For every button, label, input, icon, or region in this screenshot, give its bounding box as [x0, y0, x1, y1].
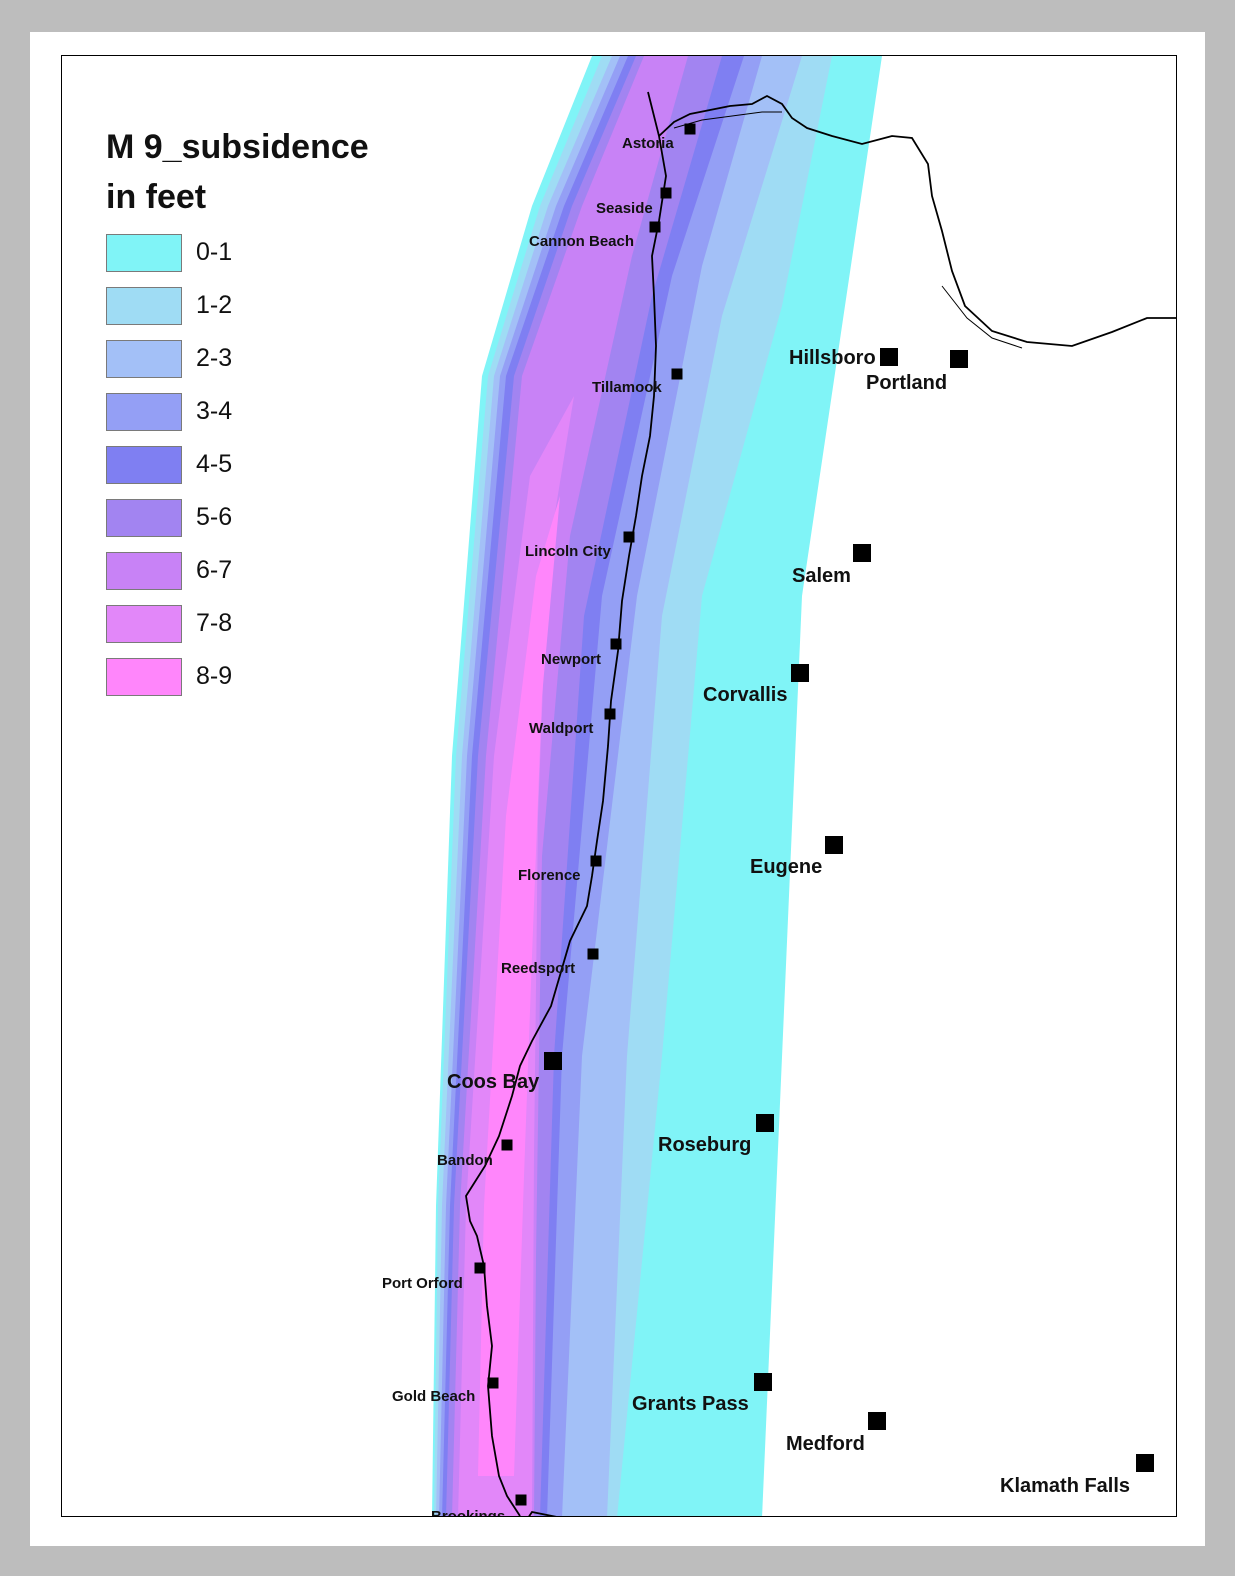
city-marker-newport[interactable]: [610, 638, 622, 650]
legend-label: 3-4: [196, 397, 233, 425]
city-label-medford: Medford: [786, 1433, 865, 1455]
legend-swatch: [106, 445, 182, 484]
city-label-klamath-falls: Klamath Falls: [1000, 1475, 1130, 1497]
legend-title: M 9_subsidence: [106, 128, 369, 166]
legend-item: 5-6: [106, 491, 369, 544]
city-label-tillamook: Tillamook: [592, 379, 662, 396]
city-label-portland: Portland: [866, 372, 947, 394]
city-marker-seaside[interactable]: [660, 187, 672, 199]
city-label-newport: Newport: [541, 651, 601, 668]
city-marker-tillamook[interactable]: [671, 368, 683, 380]
legend-subtitle: in feet: [106, 178, 207, 216]
legend-swatch: [106, 604, 182, 643]
city-marker-port-orford[interactable]: [474, 1262, 486, 1274]
columbia-river: [658, 94, 1176, 347]
city-marker-brookings[interactable]: [515, 1494, 527, 1506]
legend-label: 6-7: [196, 556, 233, 584]
city-marker-klamath-falls[interactable]: [1136, 1454, 1154, 1472]
legend: M 9_subsidence in feet 0-1 1-2 2-3 3-4 4-5 5-…: [106, 126, 369, 703]
city-label-eugene: Eugene: [750, 856, 822, 878]
city-label-astoria: Astoria: [622, 135, 674, 152]
city-marker-coos-bay[interactable]: [544, 1052, 562, 1070]
legend-swatch: [106, 498, 182, 537]
legend-label: 2-3: [196, 344, 233, 372]
legend-swatch: [106, 233, 182, 272]
subsidence-bands: [432, 56, 882, 1516]
city-label-grants-pass: Grants Pass: [632, 1393, 749, 1415]
legend-item: 3-4: [106, 385, 369, 438]
city-marker-reedsport[interactable]: [587, 948, 599, 960]
legend-item: 2-3: [106, 332, 369, 385]
legend-item: 6-7: [106, 544, 369, 597]
city-marker-lincoln-city[interactable]: [623, 531, 635, 543]
city-label-bandon: Bandon: [437, 1152, 493, 1169]
city-marker-cannon-beach[interactable]: [649, 221, 661, 233]
city-label-hillsboro: Hillsboro: [789, 347, 876, 369]
city-marker-florence[interactable]: [590, 855, 602, 867]
legend-item: 4-5: [106, 438, 369, 491]
legend-label: 8-9: [196, 662, 233, 690]
coastline: [465, 91, 667, 1516]
legend-label: 4-5: [196, 450, 233, 478]
city-label-brookings: Brookings: [431, 1508, 505, 1517]
legend-item: 8-9: [106, 650, 369, 703]
legend-swatch: [106, 551, 182, 590]
southern-state-border: [528, 1510, 557, 1516]
city-label-lincoln-city: Lincoln City: [525, 543, 611, 560]
legend-swatch: [106, 286, 182, 325]
legend-item: 7-8: [106, 597, 369, 650]
city-label-florence: Florence: [518, 867, 581, 884]
city-label-corvallis: Corvallis: [703, 684, 787, 706]
city-marker-medford[interactable]: [868, 1412, 886, 1430]
legend-item: 1-2: [106, 279, 369, 332]
legend-label: 5-6: [196, 503, 233, 531]
city-marker-roseburg[interactable]: [756, 1114, 774, 1132]
city-label-waldport: Waldport: [529, 720, 593, 737]
columbia-river-bank: [673, 111, 1023, 349]
city-marker-hillsboro[interactable]: [880, 348, 898, 366]
city-marker-astoria[interactable]: [684, 123, 696, 135]
city-label-reedsport: Reedsport: [501, 960, 575, 977]
city-marker-grants-pass[interactable]: [754, 1373, 772, 1391]
city-label-salem: Salem: [792, 565, 851, 587]
city-label-roseburg: Roseburg: [658, 1134, 751, 1156]
legend-label: 1-2: [196, 291, 233, 319]
city-marker-gold-beach[interactable]: [487, 1377, 499, 1389]
city-label-port-orford: Port Orford: [382, 1275, 463, 1292]
legend-swatch: [106, 657, 182, 696]
subsidence-band-8-9: [478, 496, 560, 1476]
city-marker-eugene[interactable]: [825, 836, 843, 854]
legend-items: 0-1 1-2 2-3 3-4 4-5 5-6 6-7 7-8 8-9: [106, 226, 369, 703]
city-label-seaside: Seaside: [596, 200, 653, 217]
legend-item: 0-1: [106, 226, 369, 279]
legend-swatch: [106, 392, 182, 431]
city-marker-salem[interactable]: [853, 544, 871, 562]
coastline-and-borders: [465, 91, 1176, 1516]
city-marker-corvallis[interactable]: [791, 664, 809, 682]
legend-swatch: [106, 339, 182, 378]
legend-label: 7-8: [196, 609, 233, 637]
city-label-coos-bay: Coos Bay: [447, 1071, 540, 1093]
city-label-gold-beach: Gold Beach: [392, 1388, 475, 1405]
legend-label: 0-1: [196, 238, 233, 266]
city-label-cannon-beach: Cannon Beach: [529, 233, 634, 250]
city-marker-portland[interactable]: [950, 350, 968, 368]
city-marker-bandon[interactable]: [501, 1139, 513, 1151]
city-marker-waldport[interactable]: [604, 708, 616, 720]
